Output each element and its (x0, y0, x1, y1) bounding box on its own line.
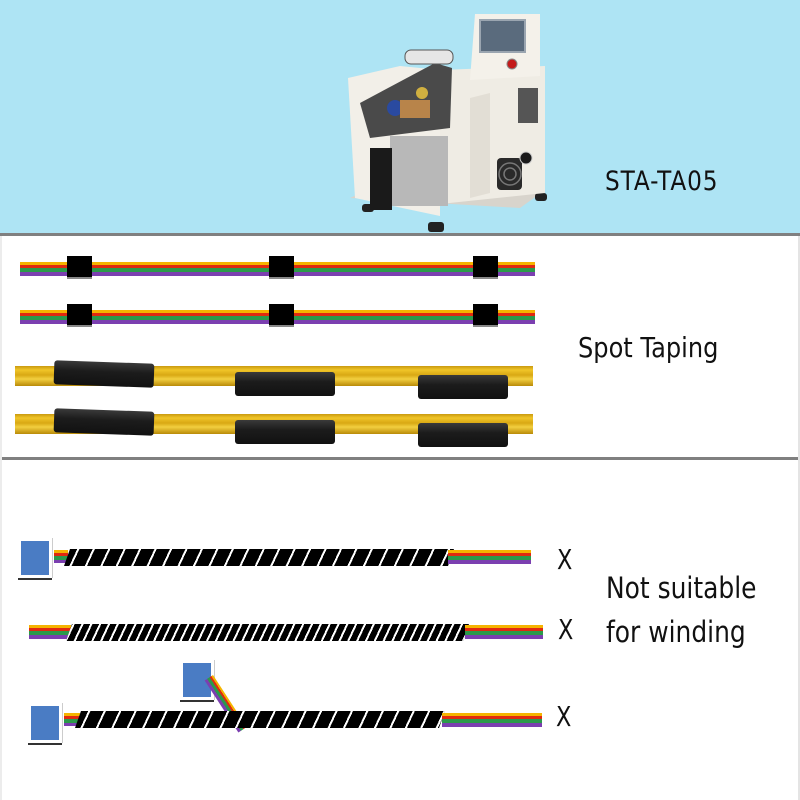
tape-sleeve (418, 375, 508, 399)
tape-spot (269, 256, 294, 279)
connector-icon (18, 538, 52, 578)
tape-spot (473, 256, 498, 279)
tape-spot (473, 304, 498, 327)
not-suitable-label: Not suitable for winding (606, 566, 757, 654)
tape-sleeve (235, 420, 335, 444)
tape-sleeve (235, 372, 335, 396)
tape-spot (67, 256, 92, 279)
tape-sleeve (53, 360, 155, 388)
spot-taping-panel: Spot Taping (0, 236, 800, 458)
connector-icon (28, 703, 62, 743)
tape-winding-machine-image (348, 14, 547, 232)
frame-edge (798, 236, 800, 800)
tape-sleeve (418, 423, 508, 447)
x-mark: X (556, 700, 572, 733)
machine-panel: STA-TA05 (0, 0, 800, 234)
not-suitable-line2: for winding (606, 615, 746, 649)
not-suitable-line1: Not suitable (606, 571, 757, 605)
tape-spot (67, 304, 92, 327)
x-mark: X (558, 613, 574, 646)
model-name-label: STA-TA05 (605, 166, 719, 197)
tape-spot (269, 304, 294, 327)
tape-sleeve (53, 408, 155, 436)
winding-panel: X X X Not suitable for winding (0, 460, 800, 800)
spot-taping-label: Spot Taping (578, 331, 719, 364)
section-divider (0, 233, 800, 236)
frame-edge (0, 236, 2, 800)
x-mark: X (557, 543, 573, 576)
section-divider (0, 457, 800, 460)
